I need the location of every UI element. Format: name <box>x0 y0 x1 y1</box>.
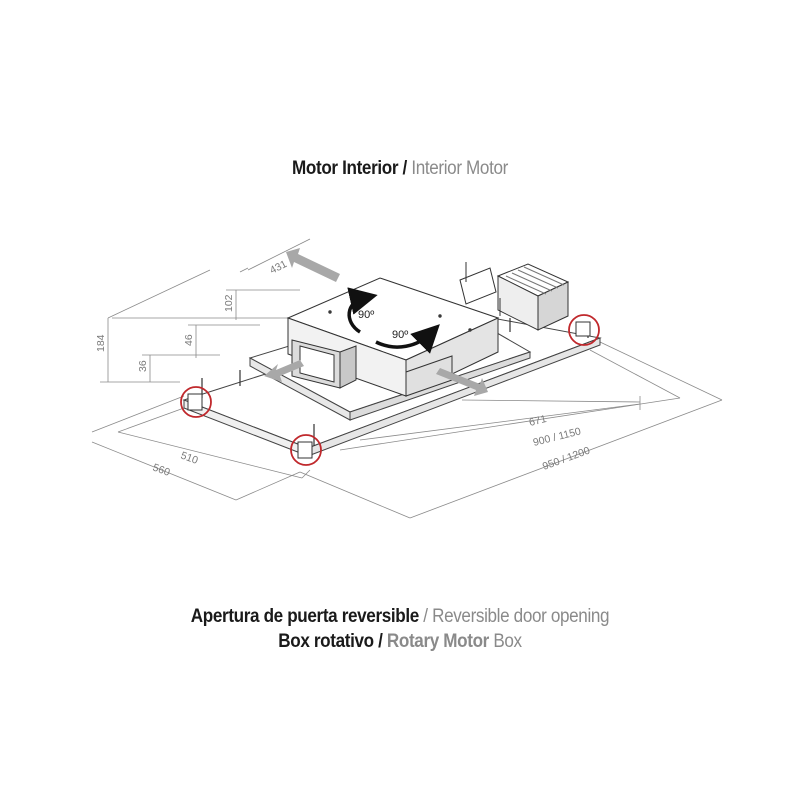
rotate-horizontal-icon <box>375 324 440 354</box>
dim-560: 560 <box>151 462 172 479</box>
rotation-label-vertical: 90º <box>358 309 374 321</box>
arrow-top-icon <box>286 248 340 282</box>
title-es: Motor Interior <box>292 158 399 179</box>
dim-46: 46 <box>183 334 195 346</box>
dim-184: 184 <box>95 334 107 352</box>
outlet-duct <box>291 339 357 389</box>
caption-door-en: Reversible door opening <box>432 606 610 627</box>
caption-box-separator: / <box>373 631 387 652</box>
caption-door-separator: / <box>418 606 433 627</box>
title-line: Motor Interior / Interior Motor <box>40 157 760 181</box>
caption-door-es: Apertura de puerta reversible <box>190 606 419 627</box>
highlight-circles <box>180 314 600 466</box>
dim-510: 510 <box>179 450 200 467</box>
dimension-lines <box>91 238 723 519</box>
caption-rotary-box: Box rotativo / Rotary Motor Box <box>40 630 760 654</box>
hinge-brackets <box>187 321 591 459</box>
rotate-vertical-icon <box>347 287 378 334</box>
dim-102: 102 <box>223 294 235 312</box>
highlight-back-right <box>568 314 600 346</box>
highlight-front-center <box>290 434 322 466</box>
title-separator: / <box>398 158 412 179</box>
arrow-left-icon <box>264 360 304 382</box>
arrow-right-icon <box>436 368 488 396</box>
rotation-arrows <box>347 287 440 354</box>
dim-36: 36 <box>137 360 149 372</box>
airflow-arrows <box>264 248 488 396</box>
dim-671: 671 <box>528 413 548 429</box>
dim-900-1150: 900 / 1150 <box>532 425 582 449</box>
control-box <box>459 262 570 331</box>
dim-431: 431 <box>268 258 289 277</box>
caption-door-opening: Apertura de puerta reversible / Reversib… <box>40 605 760 629</box>
highlight-front-left <box>180 386 212 418</box>
caption-box-es: Box rotativo <box>278 631 374 652</box>
caption-box-en-bold: Rotary Motor <box>386 631 489 652</box>
rotation-label-horizontal: 90º <box>392 329 408 341</box>
dim-950-1200: 950 / 1200 <box>541 445 592 473</box>
caption-box-en-rest: Box <box>488 631 522 652</box>
title-en: Interior Motor <box>411 158 508 179</box>
